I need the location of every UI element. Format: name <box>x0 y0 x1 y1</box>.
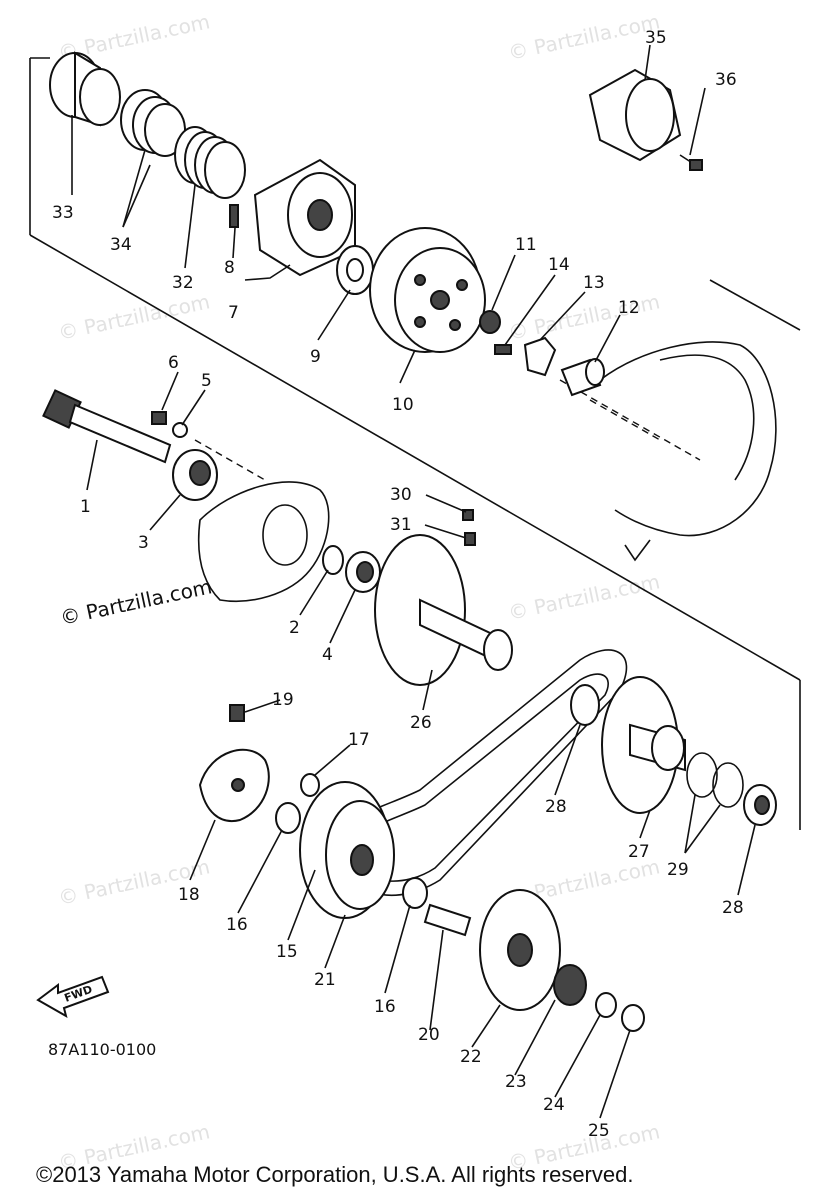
fwd-arrow-icon: FWD <box>36 975 110 1019</box>
label-7: 7 <box>228 303 239 323</box>
part-15-movable-sheave <box>299 781 395 919</box>
part-36-bolt <box>679 154 703 171</box>
watermark: © Partzilla.com <box>56 289 212 345</box>
label-15: 15 <box>276 942 298 962</box>
label-6: 6 <box>168 353 179 373</box>
label-8: 8 <box>224 258 235 278</box>
leader-lines <box>71 44 756 1119</box>
label-29: 29 <box>667 860 689 880</box>
label-32: 32 <box>172 273 194 293</box>
label-19: 19 <box>272 690 294 710</box>
copyright-notice: ©2013 Yamaha Motor Corporation, U.S.A. A… <box>36 1162 634 1187</box>
label-23: 23 <box>505 1072 527 1092</box>
part-3-bearing <box>172 449 218 501</box>
part-28-oil-seal-upper <box>570 684 600 726</box>
label-27: 27 <box>628 842 650 862</box>
part-16-bushing-upper <box>275 802 301 834</box>
bearing-housing <box>194 439 330 603</box>
label-1: 1 <box>80 497 91 517</box>
label-36: 36 <box>715 70 737 90</box>
part-18-cam <box>198 748 270 823</box>
part-7-clutch-carrier <box>253 158 356 277</box>
label-28-lower: 28 <box>722 898 744 918</box>
label-34: 34 <box>110 235 132 255</box>
label-31: 31 <box>390 515 412 535</box>
label-3: 3 <box>138 533 149 553</box>
part-6-bolt <box>151 411 167 425</box>
label-16-lower: 16 <box>374 997 396 1017</box>
label-22: 22 <box>460 1047 482 1067</box>
part-2-clip <box>322 545 344 575</box>
part-5-washer <box>172 422 188 438</box>
part-4-oil-seal <box>345 551 381 593</box>
label-17: 17 <box>348 730 370 750</box>
part-25-nut <box>621 1004 645 1032</box>
label-26: 26 <box>410 713 432 733</box>
label-10: 10 <box>392 395 414 415</box>
part-22-fan-sheave <box>479 889 561 1011</box>
label-11: 11 <box>515 235 537 255</box>
part-14-bolt <box>494 344 512 355</box>
part-29-o-rings <box>686 752 744 808</box>
part-31-spacer <box>464 532 476 546</box>
label-18: 18 <box>178 885 200 905</box>
part-24-washer <box>595 992 617 1018</box>
label-13: 13 <box>583 273 605 293</box>
part-23-nut <box>553 964 587 1006</box>
part-1-shaft <box>42 389 172 464</box>
label-2: 2 <box>289 618 300 638</box>
label-21: 21 <box>314 970 336 990</box>
label-9: 9 <box>310 347 321 367</box>
label-4: 4 <box>322 645 333 665</box>
label-30: 30 <box>390 485 412 505</box>
label-16-upper: 16 <box>226 915 248 935</box>
part-11-nut <box>479 310 501 334</box>
part-9-washer <box>336 245 374 295</box>
part-34-spring <box>120 89 186 157</box>
part-32-coil-spring <box>174 126 246 199</box>
label-14: 14 <box>548 255 570 275</box>
watermark: © Partzilla.com <box>506 9 662 65</box>
part-26-primary-sheave <box>374 534 513 686</box>
label-33: 33 <box>52 203 74 223</box>
part-13-plate <box>523 336 557 377</box>
label-35: 35 <box>645 28 667 48</box>
part-12-bushing <box>560 358 605 397</box>
label-5: 5 <box>201 371 212 391</box>
part-19-clip <box>229 704 245 722</box>
part-30-screw <box>462 509 474 521</box>
label-25: 25 <box>588 1121 610 1141</box>
label-20: 20 <box>418 1025 440 1045</box>
watermark: © Partzilla.com <box>506 569 662 625</box>
watermark-main: © Partzilla.com <box>58 574 214 630</box>
part-20-collar <box>423 903 472 937</box>
part-number-labels: 33 34 32 8 7 9 10 11 14 13 12 35 36 6 5 … <box>52 28 744 1141</box>
part-28-oil-seal-lower <box>743 784 777 826</box>
crankcase-outline <box>559 341 777 562</box>
label-12: 12 <box>618 298 640 318</box>
part-8-small-spring <box>229 204 239 228</box>
part-27-secondary-sheave <box>601 676 686 814</box>
label-28-upper: 28 <box>545 797 567 817</box>
part-10-clutch-housing <box>369 227 486 353</box>
assembly-frame <box>29 57 801 830</box>
part-17-slider <box>300 773 320 797</box>
label-24: 24 <box>543 1095 565 1115</box>
part-33-sleeve <box>49 51 121 127</box>
diagram-code: 87A110-0100 <box>48 1040 156 1059</box>
part-16-bushing-lower <box>402 877 428 909</box>
part-35-cover <box>588 68 682 162</box>
